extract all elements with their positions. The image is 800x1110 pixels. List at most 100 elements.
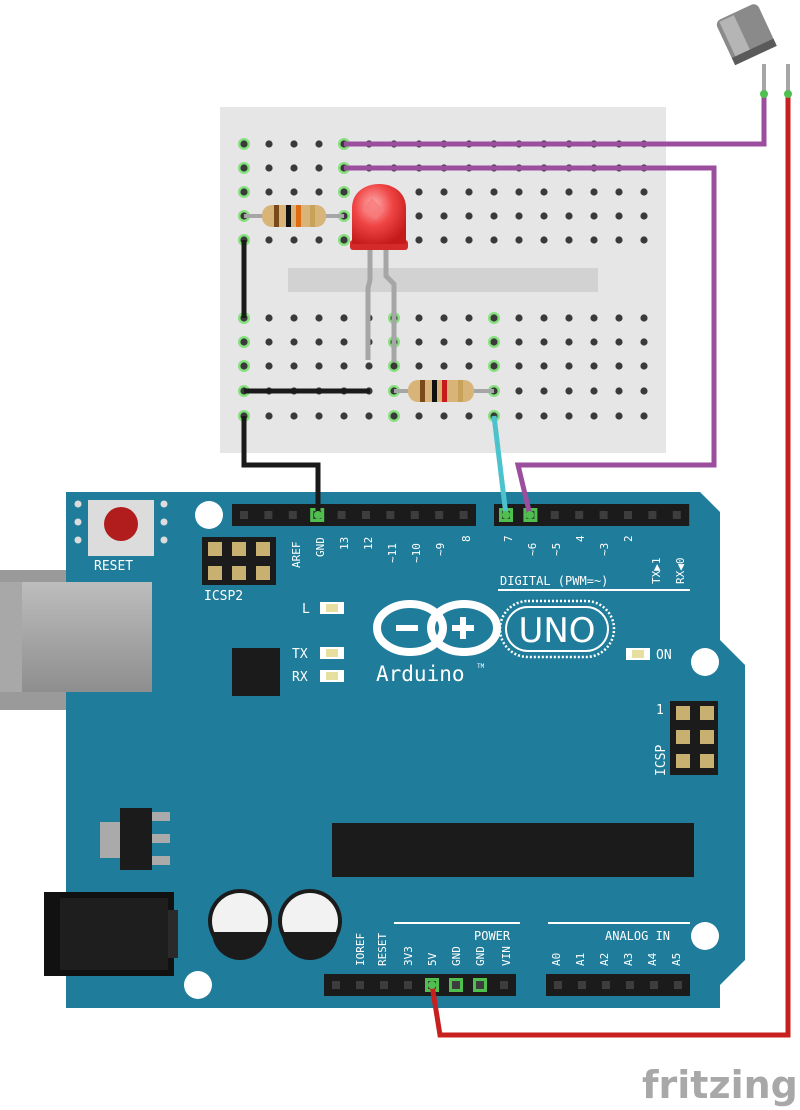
voltage-regulator <box>100 808 170 870</box>
header-body <box>232 504 476 526</box>
breadboard-hole <box>315 140 323 148</box>
breadboard-hole <box>440 188 448 196</box>
arduino-wordmark: Arduino <box>376 662 465 686</box>
usb-chip <box>232 648 280 696</box>
breadboard-hole <box>390 362 398 370</box>
breadboard-hole <box>340 236 348 244</box>
header-socket <box>602 981 610 989</box>
led-rx-label: RX <box>292 670 308 685</box>
header-socket <box>362 511 370 519</box>
pin-label: A1 <box>574 953 587 966</box>
breadboard-hole <box>640 362 648 370</box>
arduino-uno-board: RESET ICSP2 L TX RX <box>0 492 745 1008</box>
breadboard-hole <box>515 236 523 244</box>
capacitor <box>208 889 272 960</box>
breadboard-hole <box>415 362 423 370</box>
pin-label: VIN <box>500 946 513 966</box>
atmega-chip <box>332 823 694 877</box>
breadboard-hole <box>590 212 598 220</box>
breadboard-hole <box>515 412 523 420</box>
header-socket <box>648 511 657 519</box>
mounting-hole <box>195 501 223 529</box>
pin-label: ~6 <box>526 543 539 556</box>
connection-point <box>526 511 534 519</box>
header-socket <box>500 981 508 989</box>
pin-label: A0 <box>550 953 563 966</box>
breadboard-hole <box>290 164 298 172</box>
breadboard-hole <box>290 362 298 370</box>
pin-label: 8 <box>460 535 473 542</box>
breadboard-hole <box>415 412 423 420</box>
resistor-bottom[interactable] <box>394 380 494 402</box>
connection-point <box>502 511 510 519</box>
breadboard-hole <box>465 188 473 196</box>
breadboard-hole <box>615 387 623 395</box>
breadboard-hole <box>565 412 573 420</box>
breadboard-hole <box>390 412 398 420</box>
header-socket <box>476 981 484 989</box>
breadboard-hole <box>490 188 498 196</box>
onboard-led-rx <box>320 670 344 682</box>
breadboard-hole <box>265 362 273 370</box>
breadboard-hole <box>340 412 348 420</box>
analog-header <box>546 974 690 996</box>
pin-label: GND <box>450 946 463 966</box>
breadboard-hole <box>415 236 423 244</box>
header-socket <box>578 981 586 989</box>
pin-label: RX◀0 <box>674 558 687 585</box>
breadboard-hole <box>265 236 273 244</box>
pin-label: 5V <box>426 952 439 966</box>
breadboard-hole <box>415 188 423 196</box>
connection-points <box>314 90 792 989</box>
reset-button[interactable] <box>74 500 168 556</box>
red-led[interactable] <box>350 184 408 250</box>
tilt-sensor[interactable] <box>715 2 790 94</box>
wire-purple-pin6 <box>344 165 717 516</box>
pin-label: ~5 <box>550 543 563 556</box>
breadboard-hole <box>590 338 598 346</box>
wires <box>241 94 791 1038</box>
icsp2-header <box>202 537 276 585</box>
analog-pin-labels: A0 A1 A2 A3 A4 A5 <box>550 952 683 966</box>
breadboard-hole <box>315 362 323 370</box>
breadboard-hole <box>465 314 473 322</box>
pin-label: A2 <box>598 953 611 966</box>
breadboard-hole <box>615 362 623 370</box>
breadboard-hole <box>240 362 248 370</box>
breadboard-hole <box>315 412 323 420</box>
breadboard-hole <box>640 212 648 220</box>
breadboard-hole <box>640 236 648 244</box>
header-socket <box>575 511 584 519</box>
breadboard-hole <box>440 236 448 244</box>
usb-connector <box>0 570 152 710</box>
breadboard-hole <box>415 314 423 322</box>
breadboard-hole <box>265 164 273 172</box>
pin-label: 3V3 <box>402 946 415 966</box>
breadboard-hole <box>565 338 573 346</box>
pin-label: RESET <box>376 933 389 966</box>
breadboard-hole <box>615 412 623 420</box>
breadboard-hole <box>515 362 523 370</box>
breadboard-hole <box>540 314 548 322</box>
header-socket <box>452 981 460 989</box>
breadboard-hole <box>490 236 498 244</box>
pin-label: ~9 <box>434 543 447 556</box>
power-header-label: POWER <box>474 929 511 943</box>
header-body <box>324 974 516 996</box>
breadboard-hole <box>615 236 623 244</box>
breadboard-hole <box>315 164 323 172</box>
pin-label: 12 <box>362 537 375 550</box>
breadboard-hole <box>540 412 548 420</box>
led-l-label: L <box>302 602 310 617</box>
digital-header-right <box>494 504 690 526</box>
breadboard-hole <box>640 387 648 395</box>
breadboard-hole <box>440 362 448 370</box>
breadboard-hole <box>590 362 598 370</box>
resistor-top[interactable] <box>244 205 344 227</box>
pin-label: 4 <box>574 535 587 542</box>
header-socket <box>624 511 632 519</box>
header-socket <box>435 511 444 519</box>
breadboard-hole <box>540 387 548 395</box>
pin-label: 2 <box>622 535 635 542</box>
